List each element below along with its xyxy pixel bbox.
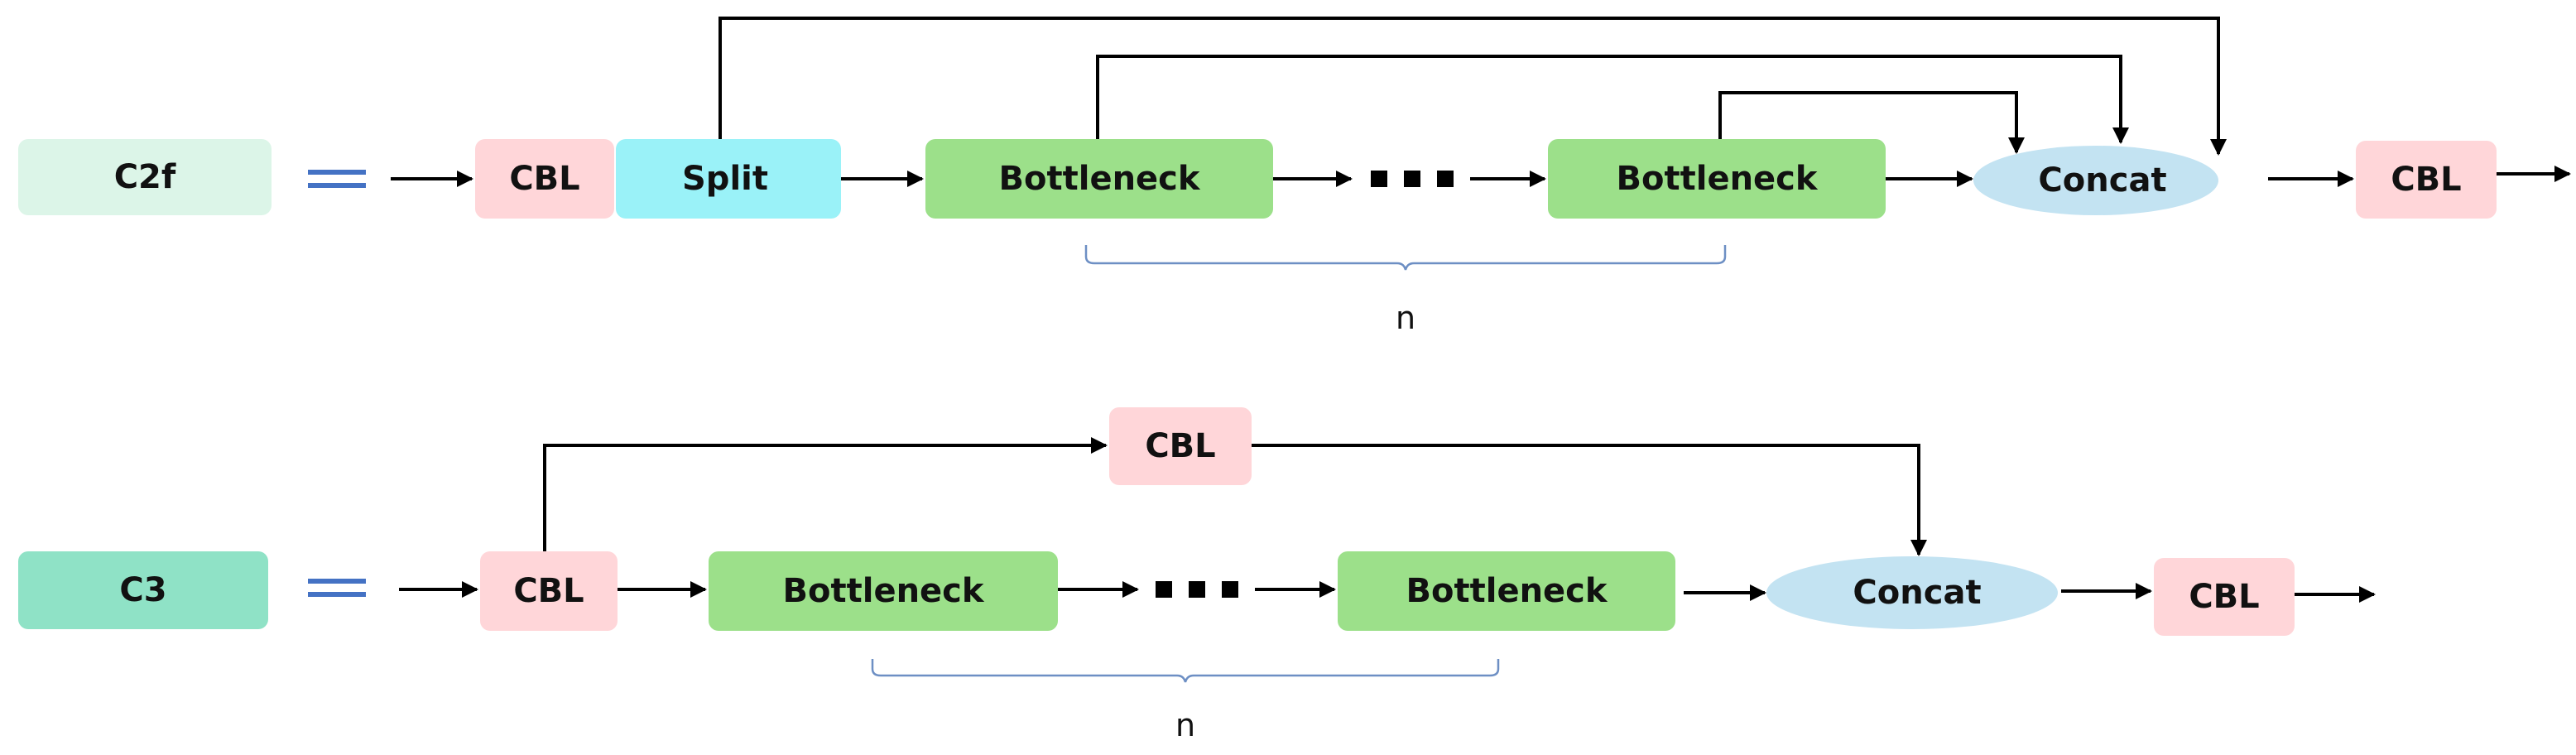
c3-repeat-label: n — [1175, 707, 1195, 743]
c3-cbl-top-label: CBL — [1145, 427, 1215, 465]
c2f-split-box — [616, 139, 841, 219]
c3-label-box — [18, 551, 268, 629]
c3-cbl-top-box — [1109, 407, 1252, 485]
c2f-repeat-label: n — [1396, 300, 1415, 336]
c2f-bottleneck-first-label: Bottleneck — [999, 160, 1201, 198]
c2f-cbl-in-box — [475, 139, 614, 219]
c3-cbl-out-label: CBL — [2189, 578, 2259, 616]
c2f-label-box — [18, 139, 272, 215]
c2f-concat-ellipse — [1973, 146, 2218, 215]
c2f-cbl-in-label: CBL — [509, 160, 579, 198]
c3-cbl-in-box — [480, 551, 618, 631]
c3-cbl-in-label: CBL — [513, 572, 584, 610]
c2f-module: C2f CBL Split Bottleneck Bottleneck — [18, 17, 2571, 336]
c2f-label: C2f — [114, 158, 176, 196]
c3-top-cbl-to-concat-arrow — [1252, 444, 1927, 556]
c2f-split-label: Split — [682, 160, 768, 198]
c3-bottleneck-first-box — [709, 551, 1058, 631]
c3-bottleneck-last-box — [1338, 551, 1675, 631]
c2f-repeat-brace — [1084, 245, 1727, 271]
c2f-ellipsis-icon — [1371, 171, 1454, 187]
c3-bottleneck-last-label: Bottleneck — [1406, 572, 1608, 610]
c2f-bottleneck-last-label: Bottleneck — [1617, 160, 1819, 198]
c2f-concat-label: Concat — [2038, 161, 2166, 200]
c2f-bottleneck-last-skip-connection — [1718, 91, 2025, 154]
c3-concat-ellipse — [1766, 556, 2058, 629]
c3-concat-label: Concat — [1853, 574, 1981, 612]
c3-bottleneck-first-label: Bottleneck — [783, 572, 985, 610]
c2f-split-skip-connection — [718, 17, 2227, 156]
c2f-cbl-out-box — [2356, 141, 2497, 219]
c2f-cbl-out-label: CBL — [2391, 161, 2461, 199]
c2f-bottleneck-first-box — [925, 139, 1273, 219]
c3-cbl-out-box — [2154, 558, 2295, 636]
c3-repeat-brace — [871, 659, 1500, 683]
c2f-bottleneck-last-box — [1548, 139, 1886, 219]
c3-branch-to-top-cbl-arrow — [543, 437, 1108, 551]
c3-ellipsis-icon — [1156, 581, 1238, 598]
c3-label: C3 — [119, 571, 166, 609]
c2f-bottleneck-first-skip-connection — [1096, 55, 2129, 144]
c3-module: C3 CBL Bottleneck Bottleneck Con — [18, 407, 2376, 743]
